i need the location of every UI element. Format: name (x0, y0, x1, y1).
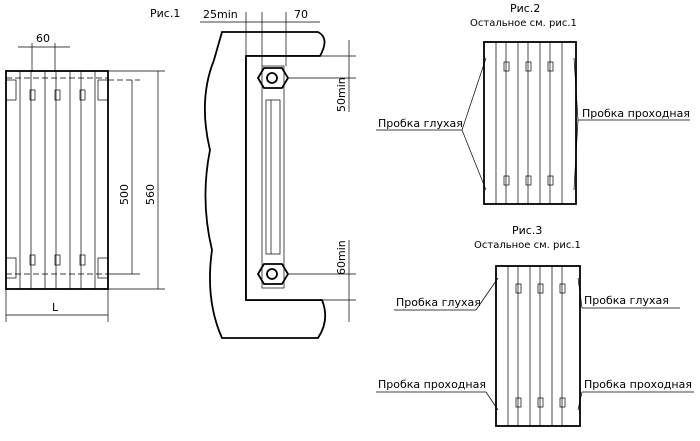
side-view: 25min 70 50min 60min (200, 8, 356, 339)
figure-3-subtitle: Остальное см. рис.1 (474, 240, 581, 251)
dimension-560-label: 560 (144, 184, 157, 205)
figure-1: Рис.1 (5, 7, 180, 322)
dimension-50min-label: 50min (335, 77, 348, 112)
dimension-25min-label: 25min (203, 8, 238, 21)
dimension-length: L (5, 289, 109, 322)
figure-2-title: Рис.2 (510, 2, 540, 15)
figure-2-leaders (376, 57, 690, 191)
radiator-side-view (256, 65, 290, 289)
side-view-dimensions: 25min 70 50min 60min (200, 8, 356, 322)
figure-3: Рис.3 Остальное см. рис.1 Пробка глухая … (376, 224, 694, 427)
figure-3-upper-right-label: Пробка глухая (584, 294, 669, 307)
radiator-figure-3 (495, 265, 581, 427)
dimension-section-width: 60 (18, 32, 70, 72)
dimension-500-label: 500 (118, 184, 131, 205)
figure-1-title: Рис.1 (150, 7, 180, 20)
dimension-l-label: L (52, 301, 59, 314)
radiator-front-view (5, 70, 109, 290)
dimension-70-label: 70 (294, 8, 308, 21)
figure-3-title: Рис.3 (512, 224, 542, 237)
figure-3-leaders (376, 277, 694, 411)
dimension-heights: 500 560 (108, 70, 165, 290)
figure-2-subtitle: Остальное см. рис.1 (470, 18, 577, 29)
figure-3-lower-right-label: Пробка проходная (584, 378, 692, 391)
dimension-60min-label: 60min (335, 240, 348, 275)
dimension-60-label: 60 (36, 32, 50, 45)
figure-2: Рис.2 Остальное см. рис.1 Пробка глухая … (376, 2, 690, 205)
figure-3-lower-left-label: Пробка проходная (378, 378, 486, 391)
figure-2-left-label: Пробка глухая (378, 117, 463, 130)
figure-3-upper-left-label: Пробка глухая (396, 296, 481, 309)
radiator-figure-2 (483, 41, 577, 205)
figure-2-right-label: Пробка проходная (582, 107, 690, 120)
